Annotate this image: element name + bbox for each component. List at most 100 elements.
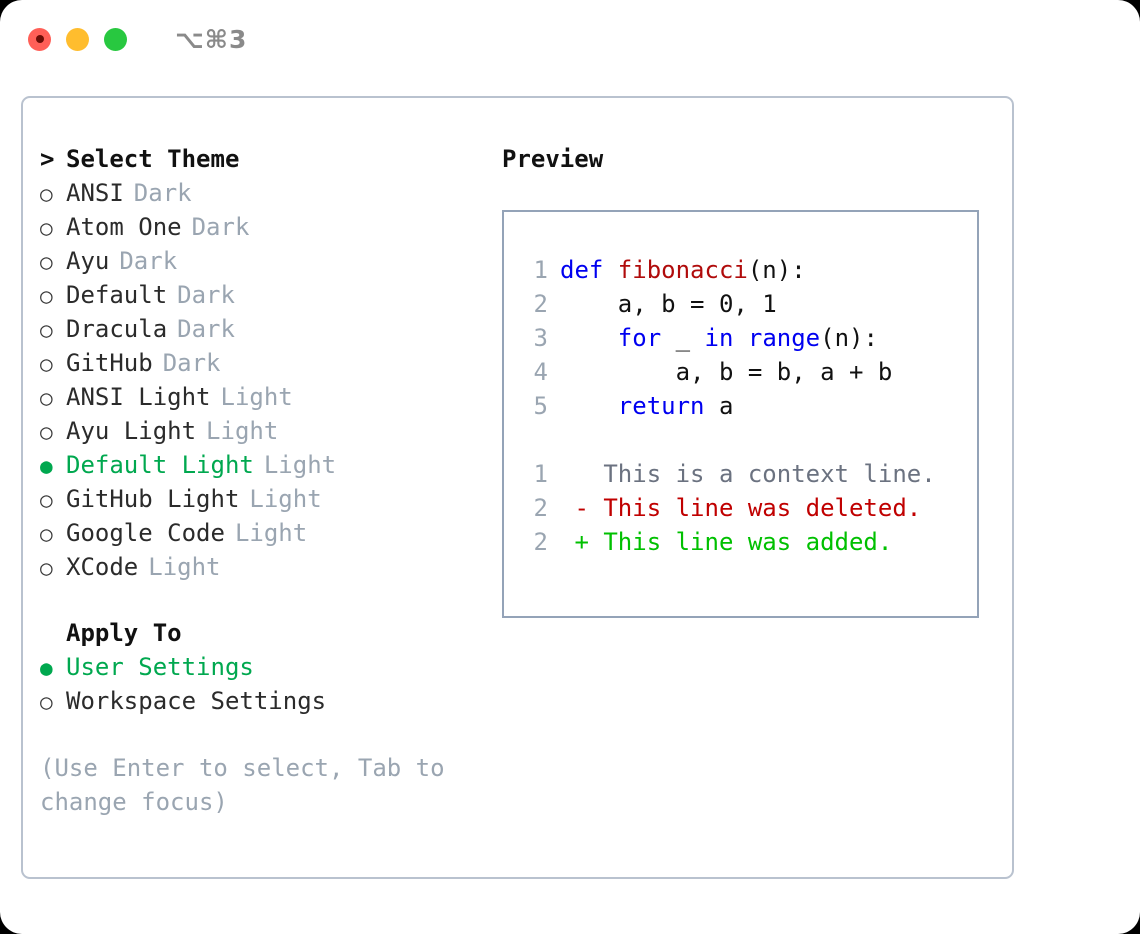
radio-unselected-icon: ○ bbox=[40, 522, 53, 546]
apply-to-section: Apply To ● User Settings ○Workspace Settin… bbox=[40, 619, 493, 721]
apply-to-item[interactable]: ● User Settings bbox=[40, 653, 493, 687]
minimize-window-button[interactable] bbox=[66, 27, 89, 51]
theme-variant-label: Light bbox=[249, 485, 322, 513]
code-token-plain: a, b = 0, 1 bbox=[560, 290, 777, 318]
theme-list-header: > Select Theme bbox=[40, 145, 493, 179]
code-token-fn: fibonacci bbox=[617, 256, 748, 284]
code-token-plain: _ bbox=[661, 324, 705, 352]
radio-unselected-icon: ○ bbox=[40, 182, 53, 206]
radio-selected-icon: ● bbox=[40, 454, 53, 478]
theme-name-label: GitHub Light bbox=[66, 485, 240, 513]
theme-list-header-label: Select Theme bbox=[66, 145, 240, 173]
diff-line-content: - This line was deleted. bbox=[560, 494, 922, 522]
diff-line-number: 1 bbox=[533, 460, 548, 488]
caret-icon: > bbox=[40, 145, 55, 173]
code-token-plain bbox=[560, 324, 618, 352]
code-token-plain: (n): bbox=[747, 256, 806, 284]
theme-name-label: Ayu bbox=[66, 247, 110, 275]
radio-unselected-icon: ○ bbox=[40, 386, 53, 410]
theme-list-item[interactable]: ○ XCode Light bbox=[40, 553, 493, 587]
title-bar: ⌥⌘3 bbox=[0, 0, 1140, 78]
diff-line-content: This is a context line. bbox=[560, 460, 936, 488]
theme-name-label: Dracula bbox=[66, 315, 168, 343]
code-token-kw: range bbox=[747, 324, 821, 352]
theme-name-label: XCode bbox=[66, 553, 139, 581]
radio-unselected-icon: ○ bbox=[40, 352, 53, 376]
maximize-window-button[interactable] bbox=[104, 27, 127, 51]
code-line-content: a, b = b, a + b bbox=[560, 358, 893, 386]
preview-title: Preview bbox=[502, 145, 604, 173]
code-line-content: a, b = 0, 1 bbox=[560, 290, 777, 318]
theme-variant-label: Dark bbox=[162, 349, 221, 377]
radio-unselected-icon: ○ bbox=[40, 216, 53, 240]
code-token-plain: (n): bbox=[820, 324, 878, 352]
theme-list-item[interactable]: ○ GitHub Dark bbox=[40, 349, 493, 383]
diff-line-number: 2 bbox=[533, 494, 548, 522]
theme-list-item[interactable]: ○ Ayu Light Light bbox=[40, 417, 493, 451]
keyboard-hint-text: (Use Enter to select, Tab to change focu… bbox=[40, 754, 445, 816]
code-line-content: for _ in range(n): bbox=[560, 324, 878, 352]
radio-unselected-icon: ○ bbox=[40, 284, 53, 308]
radio-unselected-icon: ○ bbox=[40, 488, 53, 512]
code-line-number: 4 bbox=[533, 358, 548, 386]
code-token-plain bbox=[560, 392, 618, 420]
theme-variant-label: Light bbox=[206, 417, 279, 445]
diff-sample: 1 This is a context line. 2 - This line w… bbox=[518, 460, 977, 562]
preview-spacer bbox=[518, 426, 977, 460]
theme-variant-label: Light bbox=[220, 383, 293, 411]
theme-list-item[interactable]: ○ Default Dark bbox=[40, 281, 493, 315]
code-token-kw: in bbox=[704, 324, 734, 352]
code-line-content: return a bbox=[560, 392, 734, 420]
theme-name-label: GitHub bbox=[66, 349, 153, 377]
radio-selected-icon: ● bbox=[40, 656, 53, 680]
code-token-kw: for bbox=[617, 324, 662, 352]
apply-to-header-label: Apply To bbox=[66, 619, 182, 647]
radio-unselected-icon: ○ bbox=[40, 556, 53, 580]
code-token-kw: return bbox=[617, 392, 705, 420]
theme-name-label: Ayu Light bbox=[66, 417, 197, 445]
theme-name-label: Default bbox=[66, 281, 168, 309]
diff-line: 2 + This line was added. bbox=[518, 528, 977, 562]
theme-variant-label: Dark bbox=[119, 247, 178, 275]
apply-to-label: Workspace Settings bbox=[66, 687, 327, 715]
theme-list-item[interactable]: ● Default Light Light bbox=[40, 451, 493, 485]
code-line: 4 a, b = b, a + b bbox=[518, 358, 977, 392]
theme-list-item[interactable]: ○ Ayu Dark bbox=[40, 247, 493, 281]
radio-unselected-icon: ○ bbox=[40, 250, 53, 274]
code-line-number: 3 bbox=[533, 324, 548, 352]
apply-to-header-spacer bbox=[40, 622, 66, 646]
apply-to-header: Apply To bbox=[40, 619, 493, 653]
radio-unselected-icon: ○ bbox=[40, 420, 53, 444]
code-line-content: def fibonacci(n): bbox=[560, 256, 806, 284]
keyboard-shortcut-label: ⌥⌘3 bbox=[175, 24, 248, 54]
code-line-number: 5 bbox=[533, 392, 548, 420]
theme-name-label: Google Code bbox=[66, 519, 225, 547]
apply-to-item[interactable]: ○Workspace Settings bbox=[40, 687, 493, 721]
theme-list-item[interactable]: ○ GitHub Light Light bbox=[40, 485, 493, 519]
theme-variant-label: Light bbox=[148, 553, 221, 581]
diff-line-number: 2 bbox=[533, 528, 548, 556]
diff-line-content: + This line was added. bbox=[560, 528, 893, 556]
apply-to-list: ● User Settings ○Workspace Settings bbox=[40, 653, 493, 721]
theme-variant-label: Dark bbox=[133, 179, 192, 207]
code-line-number: 2 bbox=[533, 290, 548, 318]
theme-variant-label: Dark bbox=[177, 281, 235, 309]
apply-to-label: User Settings bbox=[66, 653, 254, 681]
code-line: 3 for _ in range(n): bbox=[518, 324, 977, 358]
theme-variant-label: Light bbox=[263, 451, 337, 479]
theme-name-label: Default Light bbox=[66, 451, 254, 479]
close-window-button[interactable] bbox=[28, 27, 51, 51]
